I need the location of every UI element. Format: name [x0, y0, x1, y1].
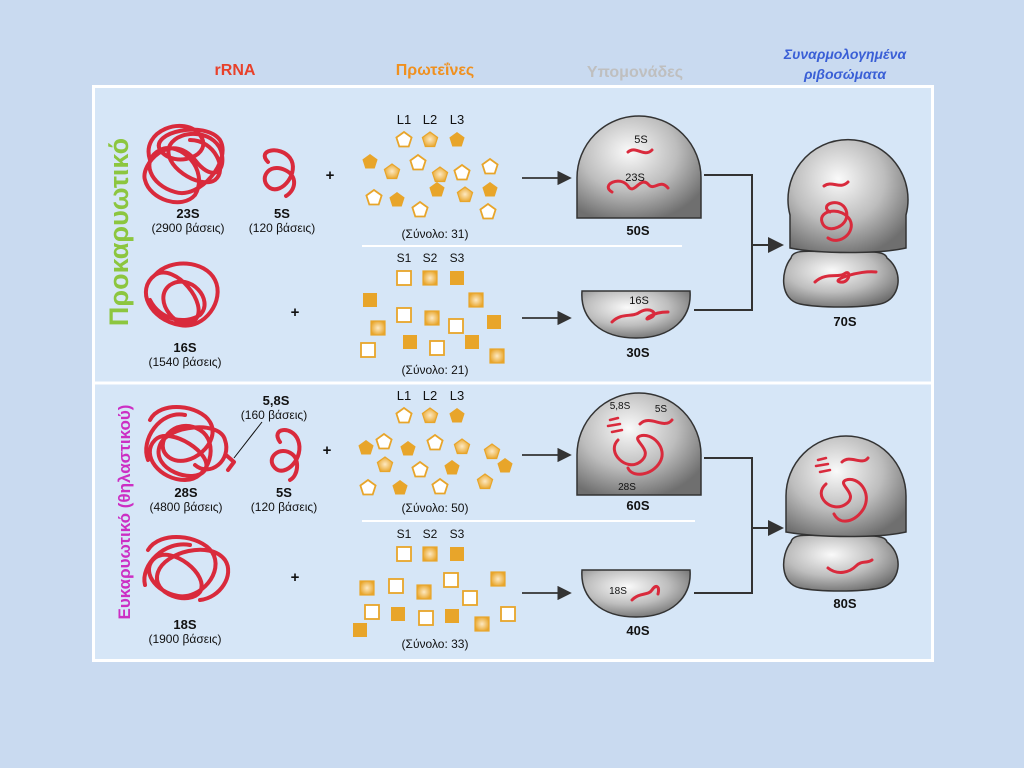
prok-large-plus: +	[326, 167, 335, 184]
50s-5s-text: 5S	[634, 134, 647, 146]
euk-S3-label: S3	[450, 527, 465, 541]
euk-large-protein-total: (Σύνολο: 50)	[402, 501, 469, 515]
euk-L3-label: L3	[450, 388, 464, 403]
euk-small-plus: +	[291, 569, 300, 586]
prok-large-protein-total: (Σύνολο: 31)	[402, 227, 469, 241]
30s-label: 30S	[626, 345, 649, 360]
70s-label: 70S	[833, 314, 856, 329]
subunit-60s: 5,8S 5S 28S 60S	[576, 392, 702, 513]
subunits-column-header: Υπομονάδες	[586, 64, 684, 81]
rrna-18s-coil	[142, 535, 231, 602]
connector-euk	[694, 457, 753, 594]
ribosome-80s: 80S	[782, 435, 907, 611]
prok-large-proteins: L1 L2 L3 (Σύνολο: 31)	[362, 112, 499, 241]
euk-18s-bases: (1900 βάσεις)	[148, 632, 221, 646]
euk-5s-bases: (120 βάσεις)	[251, 500, 317, 514]
rrna-5s-coil	[262, 148, 297, 198]
euk-small-protein-total: (Σύνολο: 33)	[402, 637, 469, 651]
prok-16s-bases: (1540 βάσεις)	[148, 355, 221, 369]
assembled-ribosomes-header: Συναρμολογημένα ριβοσώματα	[760, 44, 930, 84]
proteins-column-header: Πρωτεΐνες	[395, 62, 475, 79]
50s-label: 50S	[626, 223, 649, 238]
prok-S2-label: S2	[423, 251, 438, 265]
euk-L1-label: L1	[397, 388, 411, 403]
euk-small-proteins: S1 S2 S3 (Σύνολο: 33)	[353, 527, 516, 651]
euk-28s-bases: (4800 βάσεις)	[149, 500, 222, 514]
eukaryotic-label: Ευκαρυωτικό (θηλαστικού)	[115, 405, 134, 620]
58s-pointer-line	[233, 421, 263, 459]
prok-L3-label: L3	[450, 112, 464, 127]
rrna-28s-coil	[144, 405, 236, 482]
prok-L1-label: L1	[397, 112, 411, 127]
prok-L2-label: L2	[423, 112, 437, 127]
40s-18s-text: 18S	[609, 586, 627, 597]
euk-58s-bases: (160 βάσεις)	[241, 408, 307, 422]
prok-5s-label: 5S	[274, 206, 290, 221]
rrna-23s-coil	[142, 124, 225, 205]
rrna-column-header: rRNA	[214, 62, 256, 79]
prok-small-proteins: S1 S2 S3 (Σύνολο: 21)	[360, 251, 505, 377]
prok-23s-label: 23S	[176, 206, 199, 221]
subunit-30s: 16S 30S	[581, 290, 691, 360]
prok-23s-bases: (2900 βάσεις)	[151, 221, 224, 235]
60s-5s-text: 5S	[655, 404, 668, 415]
euk-L2-label: L2	[423, 388, 437, 403]
50s-23s-text: 23S	[625, 172, 645, 184]
subunit-40s: 18S 40S	[581, 569, 691, 638]
euk-large-plus: +	[323, 442, 332, 459]
euk-18s-label: 18S	[173, 617, 196, 632]
60s-58s-text: 5,8S	[610, 401, 631, 412]
connector-prok	[694, 174, 753, 311]
prok-S3-label: S3	[450, 251, 465, 265]
rrna-16s-coil	[143, 261, 220, 328]
subunit-50s: 5S 23S 50S	[576, 115, 702, 238]
euk-large-proteins: L1 L2 L3 (Σύνολο: 50)	[358, 388, 513, 515]
prok-16s-label: 16S	[173, 340, 196, 355]
rrna-5s-euk-coil	[269, 428, 302, 482]
prok-small-plus: +	[291, 304, 300, 321]
euk-58s-label: 5,8S	[263, 393, 290, 408]
prokaryotic-label: Προκαρυωτικό	[104, 138, 134, 326]
assembled-header-line-1: Συναρμολογημένα	[783, 46, 907, 62]
euk-S2-label: S2	[423, 527, 438, 541]
ribosome-70s: 70S	[782, 138, 909, 329]
prok-small-protein-total: (Σύνολο: 21)	[402, 363, 469, 377]
30s-16s-text: 16S	[629, 295, 649, 307]
60s-28s-text: 28S	[618, 482, 636, 493]
80s-label: 80S	[833, 596, 856, 611]
euk-28s-label: 28S	[174, 485, 197, 500]
prok-5s-bases: (120 βάσεις)	[249, 221, 315, 235]
euk-S1-label: S1	[397, 527, 412, 541]
prok-S1-label: S1	[397, 251, 412, 265]
40s-label: 40S	[626, 623, 649, 638]
60s-label: 60S	[626, 498, 649, 513]
euk-5s-label: 5S	[276, 485, 292, 500]
assembled-header-line-2: ριβοσώματα	[803, 66, 887, 82]
